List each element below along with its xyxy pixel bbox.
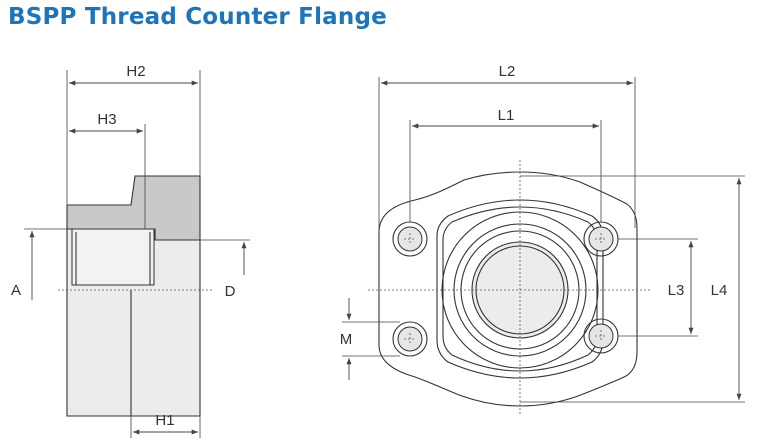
l3-label: L3	[668, 282, 685, 299]
diagram-title: BSPP Thread Counter Flange	[8, 4, 387, 30]
side-thread-bore	[71, 228, 155, 286]
l2-label: L2	[499, 63, 516, 80]
flange-inner-outline-2	[442, 206, 598, 372]
side-view: H2 H3 A D H1	[11, 63, 250, 438]
bolt-hole-bottom-right	[583, 318, 619, 354]
bolt-hole-top-left	[392, 221, 428, 257]
flange-inner-outline	[436, 199, 604, 379]
l1-label: L1	[498, 107, 515, 124]
l4-label: L4	[711, 282, 728, 299]
front-view: L2 L1 L3 L4 M	[340, 63, 745, 415]
h2-label: H2	[126, 63, 145, 80]
d-label: D	[225, 283, 236, 300]
bolt-hole-bottom-left	[392, 321, 428, 357]
a-label: A	[11, 282, 21, 299]
bolt-hole-top-right	[583, 221, 619, 257]
m-label: M	[340, 331, 353, 348]
h3-label: H3	[97, 111, 116, 128]
h1-label: H1	[155, 412, 174, 429]
